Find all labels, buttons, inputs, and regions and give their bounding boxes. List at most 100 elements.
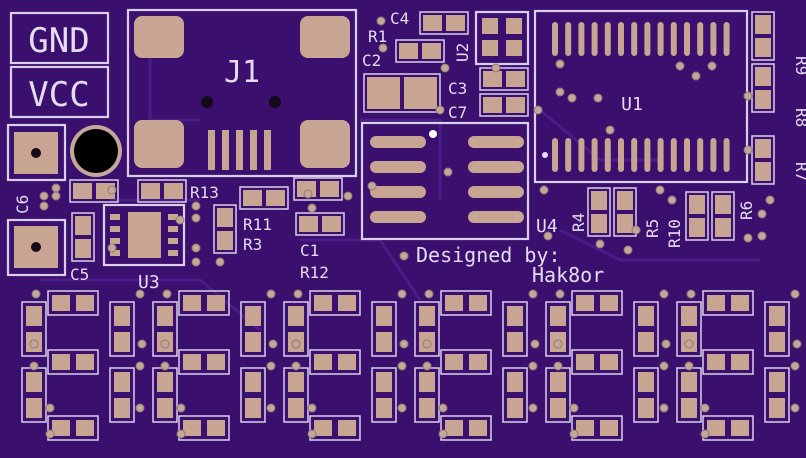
c5-label: C5 [70,265,89,284]
u4-left-pins [370,136,426,223]
vcc-label: VCC [28,75,89,115]
via [528,289,538,299]
j1-pin-1 [208,130,215,170]
led-segment-outline [240,367,266,423]
passive-pad [266,190,285,206]
via [595,239,605,249]
led-segment-outline [178,290,230,316]
via [659,289,669,299]
via [757,209,767,219]
passive-outline [419,11,469,35]
passive-outline [295,212,345,236]
smd-led-pad-icon [245,398,261,418]
via [553,361,563,371]
passive-outline [711,191,735,241]
u1-pin [710,138,717,172]
passive-pad [423,15,442,31]
passive-pad [75,216,91,235]
smd-led-pad-icon [507,332,523,352]
via [135,361,145,371]
power-pads [6,123,122,277]
led-segment-outline [309,349,361,375]
gnd-label-box [9,11,110,65]
led-segment-outline [440,349,492,375]
smd-led-pad-icon [157,306,173,326]
led-segment-outline [571,290,623,316]
j1-label: J1 [224,55,260,90]
passive-outline [395,39,445,63]
u1-pin [618,22,624,56]
led-segment-outline [109,301,135,357]
passive-outline [685,191,709,241]
smd-led-pad-icon [157,398,173,418]
smd-led-pad-icon [52,295,70,311]
smd-led-pad-icon [338,420,356,436]
smd-led-pad-icon [576,354,594,370]
via [191,257,201,267]
via [215,257,225,267]
via [39,191,49,201]
via [176,429,186,439]
gnd-pad-outline [6,123,67,182]
led-segment-outline [764,301,790,357]
via [291,339,301,349]
r7-label: R7 [792,162,806,181]
r1-label: R1 [368,27,387,46]
r8-label: R8 [792,108,806,127]
led-segment-outline [764,367,790,423]
via [422,361,432,371]
led-display [21,289,802,441]
passive-pad [591,214,607,233]
smd-led-pad-icon [338,295,356,311]
u1-pin [604,138,611,172]
smd-led-pad-icon [638,332,654,352]
j1-pin-5 [264,130,271,170]
smd-led-pad-icon [731,354,749,370]
passive-outline [137,179,187,203]
smd-led-pad-icon [507,306,523,326]
via [743,91,753,101]
via [376,16,386,26]
smd-led-pad-icon [157,372,173,392]
smd-led-pad-icon [550,398,566,418]
via [266,361,276,371]
smd-led-pad-icon [52,354,70,370]
passive-pad [591,191,607,210]
via [684,361,694,371]
via [567,93,577,103]
gnd-label: GND [28,21,89,61]
smd-led-pad-icon [245,306,261,326]
led-segment-outline [702,290,754,316]
passive-pad [506,71,525,87]
passive-pad [299,216,318,232]
u4-outline [360,121,530,241]
c7-label: C7 [448,103,467,122]
via [397,289,407,299]
u1-pin [657,22,664,56]
u1-pin [578,22,585,56]
smd-led-pad-icon [638,398,654,418]
led-segment-outline [109,367,135,423]
u3-outline [102,203,186,267]
passive-outline [239,186,289,210]
smd-led-pad-icon [681,398,697,418]
passive-pad [399,43,418,59]
j1-outline [126,8,358,178]
smd-led-pad-icon [26,398,42,418]
passive-outline [751,135,775,185]
smd-led-pad-icon [114,398,130,418]
vcc-pad-outline [6,218,67,277]
passive-pad [404,77,437,109]
via [435,105,445,115]
led-segment-outline [633,367,659,423]
c2-label: C2 [362,51,381,70]
via [440,63,450,73]
smd-led-pad-icon [114,372,130,392]
u4-chip: U4 [360,121,558,241]
via [593,93,603,103]
u1-pin [697,22,704,56]
smd-led-pad-icon [183,420,201,436]
r5-label: R5 [643,219,662,238]
passive-outline [751,11,775,61]
smd-led-pad-icon [769,306,785,326]
